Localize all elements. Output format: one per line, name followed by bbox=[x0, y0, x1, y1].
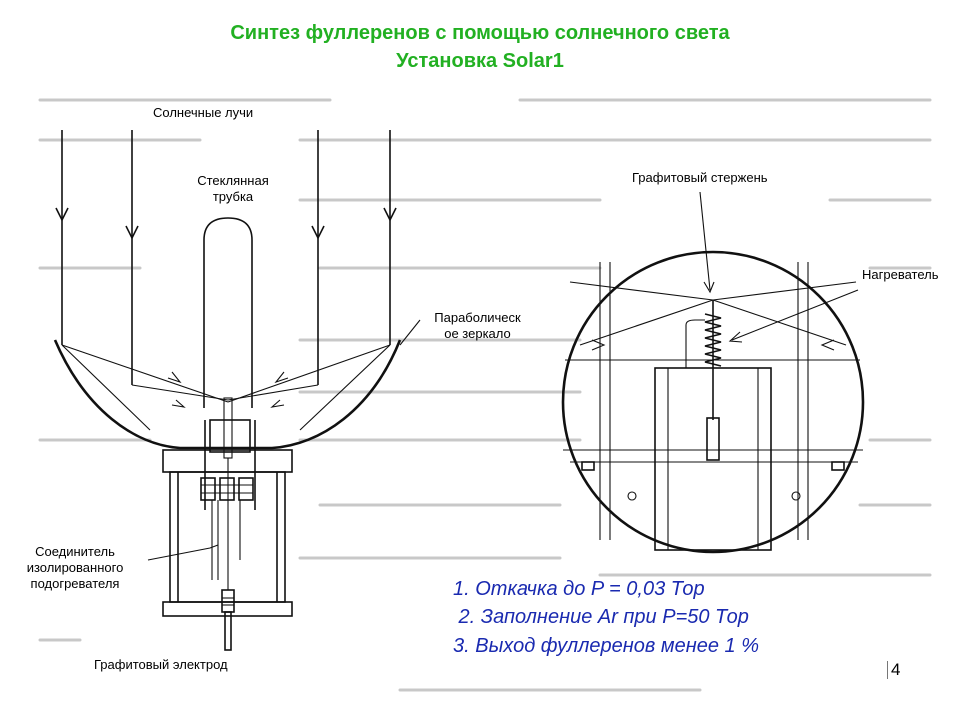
inner-tube bbox=[654, 367, 772, 551]
rod-pointer bbox=[699, 191, 711, 291]
label-parabolic-mirror: Параболическ ое зеркало bbox=[420, 310, 535, 342]
label-connector-line2: изолированного bbox=[26, 560, 124, 575]
sun-rays bbox=[55, 130, 397, 385]
reflected-rays bbox=[61, 344, 391, 431]
background-text-lines bbox=[38, 98, 932, 692]
heater-coil bbox=[704, 313, 722, 367]
detail-circle bbox=[561, 250, 865, 554]
label-graphite-rod: Графитовый стержень bbox=[632, 170, 768, 185]
label-glass-tube-line1: Стеклянная bbox=[197, 173, 269, 188]
heater-pointer bbox=[731, 289, 859, 341]
graphite-electrode bbox=[221, 458, 235, 651]
slide-subtitle: Установка Solar1 bbox=[396, 50, 564, 72]
label-heater: Нагреватель bbox=[862, 267, 939, 282]
note-item-2: 2. Заполнение Ar при P=50 Тор bbox=[453, 606, 749, 628]
label-parabolic-mirror-line2: ое зеркало bbox=[444, 326, 511, 341]
note-item-1: 1. Откачка до P = 0,03 Тор bbox=[453, 578, 705, 600]
label-connector-line1: Соединитель bbox=[35, 544, 115, 559]
label-glass-tube: Стеклянная трубка bbox=[178, 173, 288, 205]
mirror-pointer bbox=[399, 319, 421, 346]
label-connector-line3: подогревателя bbox=[30, 576, 120, 591]
detail-view bbox=[561, 191, 865, 554]
connector-pointer bbox=[147, 544, 219, 561]
slide-title: Синтез фуллеренов с помощью солнечного с… bbox=[230, 22, 730, 44]
glass-tube bbox=[203, 217, 253, 408]
page-number: 4 bbox=[887, 661, 900, 679]
parabolic-mirror-setup bbox=[53, 130, 402, 651]
label-parabolic-mirror-line1: Параболическ bbox=[434, 310, 521, 325]
label-graphite-electrode: Графитовый электрод bbox=[94, 657, 228, 672]
label-glass-tube-line2: трубка bbox=[212, 189, 254, 204]
label-sun-rays: Солнечные лучи bbox=[153, 105, 254, 120]
label-connector: Соединитель изолированного подогревателя bbox=[15, 544, 135, 592]
note-item-3: 3. Выход фуллеренов менее 1 % bbox=[453, 635, 760, 657]
connector-nuts bbox=[200, 477, 254, 580]
parabolic-mirror bbox=[53, 339, 402, 450]
